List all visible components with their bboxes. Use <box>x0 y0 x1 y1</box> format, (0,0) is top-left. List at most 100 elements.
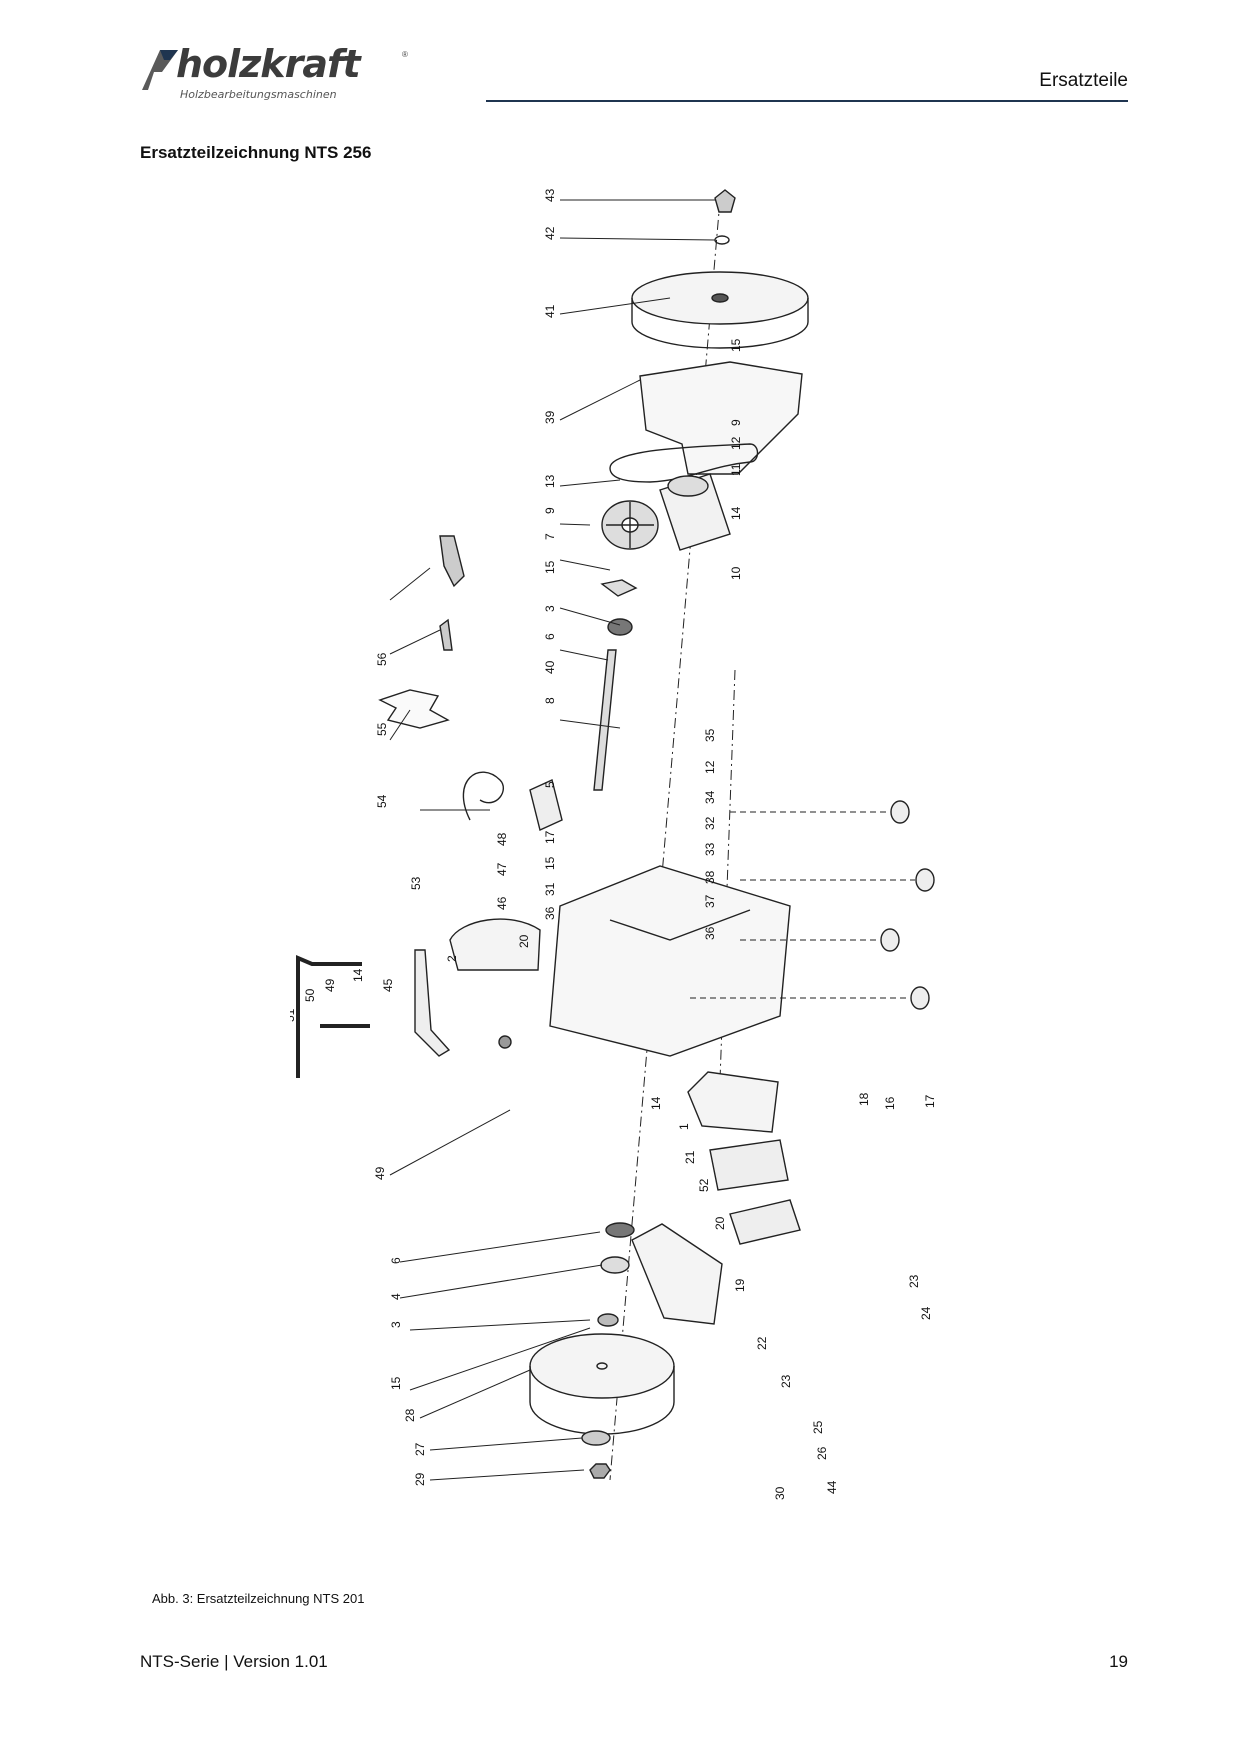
label-56: 56 <box>375 652 389 666</box>
label-8: 8 <box>543 697 557 704</box>
label-30: 30 <box>773 1486 787 1500</box>
label-1: 1 <box>677 1123 691 1130</box>
label-10: 10 <box>729 566 743 580</box>
label-49a: 49 <box>323 978 337 992</box>
knob-43 <box>714 189 736 213</box>
chute-30 <box>631 1223 723 1325</box>
label-49b: 49 <box>373 1166 387 1180</box>
label-37: 37 <box>703 894 717 908</box>
label-20b: 20 <box>713 1216 727 1230</box>
label-9a: 9 <box>729 419 743 426</box>
label-44: 44 <box>825 1480 839 1494</box>
label-6b: 6 <box>389 1257 403 1264</box>
footer-document-version: NTS-Serie | Version 1.01 <box>140 1652 328 1671</box>
label-15c: 15 <box>543 856 557 870</box>
footer-page-number: 19 <box>1109 1652 1128 1671</box>
label-43: 43 <box>543 188 557 202</box>
pulley-7 <box>601 500 659 550</box>
label-14c: 14 <box>649 1096 663 1110</box>
washer-27 <box>581 1430 611 1446</box>
washer-42 <box>714 235 730 245</box>
flange-3 <box>600 579 638 597</box>
label-11: 11 <box>729 463 743 476</box>
cover-22 <box>709 1139 789 1191</box>
label-2: 2 <box>445 955 459 962</box>
part-15 <box>597 1313 619 1327</box>
bracket-45 <box>414 949 451 1057</box>
panel-23 <box>729 1199 801 1245</box>
figure-caption: Abb. 3: Ersatzteilzeichnung NTS 201 <box>152 1591 365 1606</box>
electrical-box-19 <box>687 1071 779 1133</box>
plate-54 <box>378 689 450 729</box>
label-31: 31 <box>543 882 557 896</box>
label-46: 46 <box>495 896 509 910</box>
label-23b: 23 <box>779 1374 793 1388</box>
exploded-parts-drawing: 43 42 41 39 15 9 12 11 13 14 9 7 10 15 3… <box>290 188 937 1500</box>
page-title: Ersatzteilzeichnung NTS 256 <box>140 143 372 162</box>
label-36b: 36 <box>543 906 557 920</box>
logo-mark-icon <box>142 50 178 90</box>
label-6a: 6 <box>543 633 557 640</box>
label-50: 50 <box>303 988 317 1002</box>
belt-13 <box>609 443 759 483</box>
knob-49 <box>498 1035 512 1049</box>
feet-16 <box>880 800 935 1010</box>
label-51: 51 <box>290 1008 297 1022</box>
label-41: 41 <box>543 304 557 318</box>
label-17a: 17 <box>543 830 557 844</box>
section-title: Ersatzteile <box>1039 70 1128 91</box>
label-54: 54 <box>375 794 389 808</box>
label-29: 29 <box>413 1472 427 1486</box>
label-13: 13 <box>543 474 557 488</box>
label-15d: 15 <box>389 1376 403 1390</box>
logo-wordmark: holzkraft <box>176 42 361 86</box>
bearing-6 <box>607 618 633 636</box>
label-28: 28 <box>403 1408 417 1422</box>
label-15b: 15 <box>543 560 557 574</box>
guard-plate-39 <box>639 361 803 475</box>
guard-2 <box>449 918 541 971</box>
label-12a: 12 <box>729 436 743 450</box>
label-42: 42 <box>543 226 557 240</box>
label-38: 38 <box>703 870 717 884</box>
label-12b: 12 <box>703 760 717 774</box>
label-23a: 23 <box>907 1274 921 1288</box>
logo-registered: ® <box>402 50 408 59</box>
label-3a: 3 <box>543 605 557 612</box>
motor-10 <box>659 473 731 551</box>
handle-51 <box>296 954 362 1078</box>
label-17b: 17 <box>923 1094 937 1108</box>
label-22: 22 <box>755 1336 769 1350</box>
part-55 <box>439 618 453 651</box>
label-9b: 9 <box>543 507 557 514</box>
sanding-drum-28 <box>529 1333 675 1435</box>
label-48: 48 <box>495 832 509 846</box>
label-32: 32 <box>703 816 717 830</box>
holzkraft-logo: holzkraft ® Holzbearbeitungsmaschinen <box>140 42 420 102</box>
label-33: 33 <box>703 842 717 856</box>
label-16: 16 <box>883 1096 897 1110</box>
label-20a: 20 <box>517 934 531 948</box>
label-39: 39 <box>543 410 557 424</box>
label-15a: 15 <box>729 338 743 352</box>
label-18: 18 <box>857 1092 871 1106</box>
part-56 <box>439 535 465 588</box>
nut-29 <box>589 1463 611 1479</box>
shaft-5 <box>593 649 617 791</box>
label-19: 19 <box>733 1278 747 1292</box>
label-34: 34 <box>703 790 717 804</box>
label-26: 26 <box>815 1446 829 1460</box>
label-45: 45 <box>381 978 395 992</box>
switch-46 <box>529 779 563 831</box>
cable-53 <box>462 771 505 821</box>
label-14b: 14 <box>351 968 365 982</box>
label-14a: 14 <box>729 506 743 520</box>
label-47: 47 <box>495 862 509 876</box>
label-5: 5 <box>543 781 557 788</box>
label-4: 4 <box>389 1293 403 1300</box>
label-55: 55 <box>375 722 389 736</box>
part-number-labels: 43 42 41 39 15 9 12 11 13 14 9 7 10 15 3… <box>290 188 937 1500</box>
sanding-disc-41 <box>631 271 809 349</box>
label-7: 7 <box>543 533 557 540</box>
bearing-6-lower <box>605 1222 635 1238</box>
